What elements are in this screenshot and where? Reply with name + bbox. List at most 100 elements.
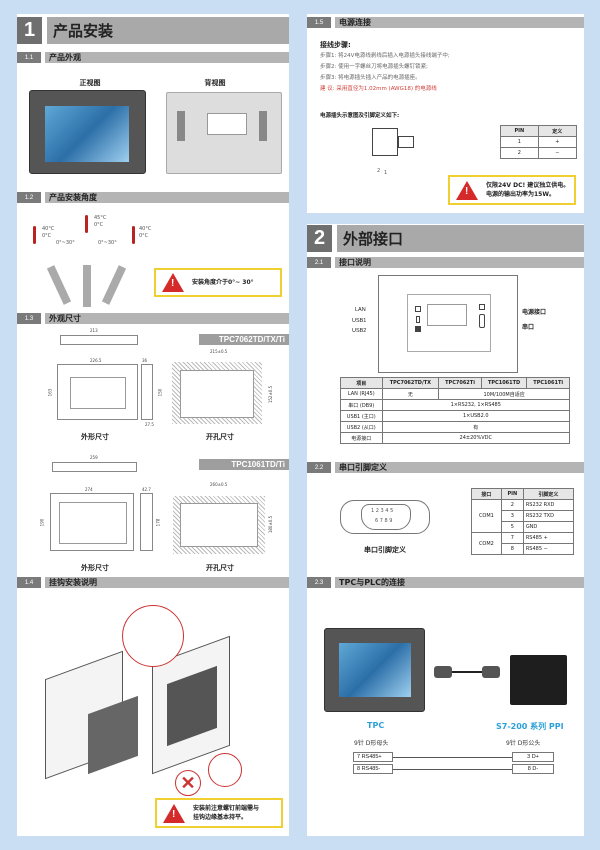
thermometer-icon <box>85 215 88 233</box>
dim-label: 152±0.5 <box>268 385 274 404</box>
serial-caption: 串口引脚定义 <box>364 546 406 554</box>
outline-label: 外形尺寸 <box>81 433 109 441</box>
warning-text: 安装角度介于0°~ 30° <box>192 279 254 286</box>
td: 10M/100M自适应 <box>438 388 570 400</box>
model-b-badge: TPC1061TD/Ti <box>199 459 289 470</box>
td: 1×USB2.0 <box>381 410 571 422</box>
dim-label: 274 <box>85 487 93 492</box>
td: 7 <box>500 532 524 544</box>
td: COM1 <box>471 499 502 533</box>
dim-label: 260±0.5 <box>210 482 228 487</box>
th: 引脚定义 <box>522 488 575 500</box>
plug-diagram-title: 电源插头示意图及引脚定义如下: <box>320 113 400 119</box>
subsection-title: 挂钩安装说明 <box>45 577 289 588</box>
serial-port-label: 串口 <box>522 324 535 331</box>
subsection-1-1-header: 1.1 产品外观 <box>17 52 289 63</box>
device-back-diagram <box>378 275 518 373</box>
th: 定义 <box>537 125 578 137</box>
dim-label: 180±0.5 <box>268 515 274 534</box>
angle-left-label: 0°~30° <box>56 240 75 246</box>
back-view-label: 背视图 <box>204 79 226 87</box>
dim-label: 178 <box>155 518 161 527</box>
lan-label: LAN <box>355 307 366 313</box>
cutout-diagram <box>172 362 262 424</box>
td: 1×RS232, 1×RS485 <box>381 399 571 411</box>
subsection-number: 1.5 <box>307 17 331 28</box>
warning-text: 安装前注意螺钉前端需与挂钩边缘基本持平。 <box>193 805 260 821</box>
dim-label: 27.5 <box>145 422 154 427</box>
td: 串口 (DB9) <box>340 399 383 411</box>
warning-icon: ! <box>162 273 184 292</box>
section-title: 外部接口 <box>337 225 584 252</box>
th: 项目 <box>340 377 383 389</box>
td: 24±20%VDC <box>381 432 571 444</box>
pins-bottom: 6 7 8 9 <box>375 518 393 524</box>
plc-pin-3: 3 D+ <box>512 752 554 762</box>
warning-text: 仅限24V DC! 建议独立供电。电源的输出功率为15W。 <box>486 182 570 198</box>
subsection-2-3-header: 2.3 TPC与PLC的连接 <box>307 577 584 588</box>
cutout-diagram <box>173 496 265 554</box>
power-warning: ! 仅限24V DC! 建议独立供电。电源的输出功率为15W。 <box>448 175 576 205</box>
dim-label: 213 <box>90 328 98 333</box>
side-outline <box>140 493 153 551</box>
td: 无 <box>381 388 440 400</box>
td: 8 <box>500 543 524 555</box>
wiring-steps: 步骤1: 将24V电源线剥线后插入电源插头接线端子中; 步骤2: 使用一字螺丝刀… <box>320 51 450 95</box>
power-plug-tab <box>398 136 414 148</box>
screw-wrong-circle: ✕ <box>175 770 201 796</box>
dim-label: 36 <box>142 358 148 363</box>
td: 1 <box>500 136 539 148</box>
td: 有 <box>381 421 571 433</box>
section-number: 1 <box>17 17 42 44</box>
td: + <box>537 136 578 148</box>
dim-label: 42.7 <box>142 487 151 492</box>
plc-pin-8: 8 D- <box>512 764 554 774</box>
power-plug-icon <box>372 128 398 156</box>
thermometer-icon <box>132 226 135 244</box>
screen <box>339 643 411 697</box>
front-outline <box>50 493 134 551</box>
subsection-2-2-header: 2.2 串口引脚定义 <box>307 462 584 473</box>
subsection-number: 2.3 <box>307 577 331 588</box>
subsection-number: 2.1 <box>307 257 331 268</box>
subsection-title: 产品外观 <box>45 52 289 63</box>
front-view-image <box>29 90 146 174</box>
back-view-image <box>166 92 282 174</box>
td: − <box>537 147 578 159</box>
tpc-pin-7: 7 RS485+ <box>353 752 393 762</box>
db9-connector-icon: 1 2 3 4 5 6 7 8 9 <box>340 500 430 534</box>
wire <box>393 757 512 758</box>
model-a-badge: TPC7062TD/TX/Ti <box>199 334 289 345</box>
plc-label: S7-200 系列 PPI <box>496 722 564 731</box>
subsection-1-4-header: 1.4 挂钩安装说明 <box>17 577 289 588</box>
subsection-title: 外观尺寸 <box>45 313 289 324</box>
vertical-panel <box>83 265 91 307</box>
suggestion: 建 议: 采用直径为1.02mm (AWG18) 的电源线 <box>320 86 437 92</box>
step-3: 步骤3: 将电源插头插入产品的电源插座。 <box>320 75 421 81</box>
tpc-label: TPC <box>367 721 385 730</box>
usb1-label: USB1 <box>352 318 367 324</box>
thermometer-icon <box>33 226 36 244</box>
subsection-1-5-header: 1.5 电源连接 <box>307 17 584 28</box>
td: GND <box>522 521 575 533</box>
dim-label: 190 <box>39 518 45 527</box>
plc-connector-type: 9针 D形公头 <box>506 740 541 747</box>
td: 3 <box>500 510 524 522</box>
subsection-number: 2.2 <box>307 462 331 473</box>
td: LAN (RJ45) <box>340 388 383 400</box>
th: 接口 <box>471 488 502 500</box>
td: 5 <box>500 521 524 533</box>
td: 2 <box>500 147 539 159</box>
cable-connector-left-icon <box>434 666 452 678</box>
td: USB1 (主口) <box>340 410 383 422</box>
subsection-title: 电源连接 <box>335 17 584 28</box>
wire <box>393 769 512 770</box>
subsection-number: 1.2 <box>17 192 41 203</box>
td: USB2 (从口) <box>340 421 383 433</box>
power-port-label: 电源接口 <box>522 309 547 316</box>
td: 电源接口 <box>340 432 383 444</box>
warning-icon: ! <box>163 803 185 823</box>
